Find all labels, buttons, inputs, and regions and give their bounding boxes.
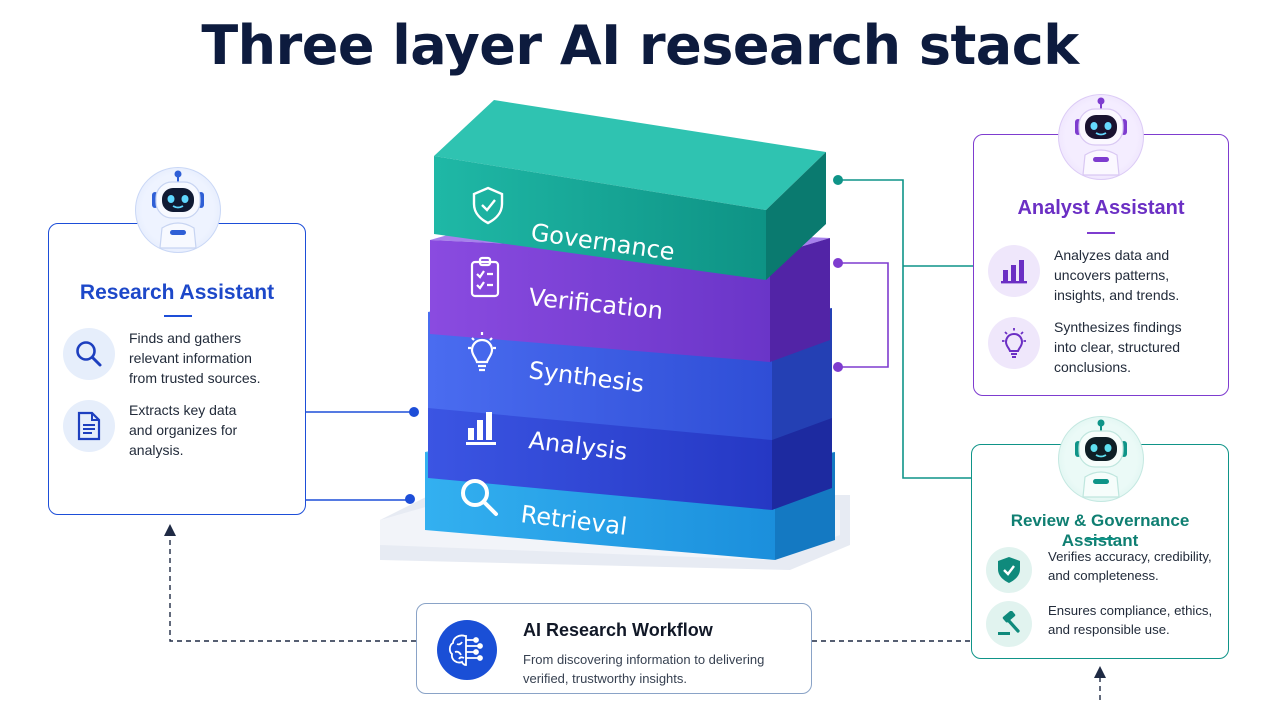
workflow-card: AI Research Workflow From discovering in… bbox=[416, 603, 812, 694]
title-underline bbox=[1087, 232, 1115, 234]
layer-stack: Governance Verification Synthesis Analys… bbox=[380, 100, 850, 570]
title-underline bbox=[164, 315, 192, 317]
review-feature-compliance: Ensures compliance, ethics, and responsi… bbox=[986, 601, 1228, 647]
connector-governance-review bbox=[838, 179, 971, 479]
connector-dot bbox=[409, 407, 419, 417]
review-feature-text: Verifies accuracy, credibility, and comp… bbox=[1048, 549, 1212, 583]
layer-governance bbox=[434, 100, 826, 280]
arrowhead bbox=[164, 524, 176, 536]
gavel-icon bbox=[986, 601, 1032, 647]
review-governance-title: Review & Governance Assistant bbox=[1010, 511, 1190, 550]
analyst-robot-avatar bbox=[1058, 94, 1144, 180]
search-icon bbox=[63, 328, 115, 380]
research-feature-text: Extracts key data and organizes for anal… bbox=[129, 402, 238, 458]
analyst-feature-analyze: Analyzes data and uncovers patterns, ins… bbox=[988, 245, 1224, 305]
review-feature-text: Ensures compliance, ethics, and responsi… bbox=[1048, 603, 1213, 637]
workflow-title: AI Research Workflow bbox=[523, 620, 713, 640]
magnifier-icon bbox=[461, 479, 498, 516]
research-feature-gather: Finds and gathers relevant information f… bbox=[63, 328, 299, 388]
review-feature-verify: Verifies accuracy, credibility, and comp… bbox=[986, 547, 1228, 593]
analyst-assistant-title: Analyst Assistant bbox=[1017, 197, 1185, 219]
research-assistant-title: Research Assistant bbox=[79, 281, 275, 304]
robot-icon bbox=[1075, 419, 1127, 498]
connector-dot bbox=[405, 494, 415, 504]
robot-icon bbox=[1075, 97, 1127, 176]
research-assistant-panel: Research Assistant Finds and gathers rel… bbox=[48, 223, 306, 515]
research-feature-extract: Extracts key data and organizes for anal… bbox=[63, 400, 299, 460]
lightbulb-icon bbox=[988, 317, 1040, 369]
connector-verification-synthesis bbox=[838, 262, 889, 368]
arrowhead bbox=[1094, 666, 1106, 678]
research-robot-avatar bbox=[135, 167, 221, 253]
lightbulb-icon bbox=[468, 332, 496, 372]
title-underline bbox=[1087, 538, 1115, 540]
bar-chart-icon bbox=[988, 245, 1040, 297]
connector-workflow-research bbox=[169, 530, 416, 642]
analyst-feature-text: Analyzes data and uncovers patterns, ins… bbox=[1054, 247, 1180, 303]
bar-chart-icon bbox=[466, 412, 496, 445]
workflow-description: From discovering information to deliveri… bbox=[523, 652, 765, 686]
analyst-feature-synthesize: Synthesizes findings into clear, structu… bbox=[988, 317, 1224, 377]
page-title: Three layer AI research stack bbox=[201, 14, 1079, 77]
shield-check-icon bbox=[986, 547, 1032, 593]
analyst-feature-text: Synthesizes findings into clear, structu… bbox=[1054, 319, 1182, 375]
research-feature-text: Finds and gathers relevant information f… bbox=[129, 330, 261, 386]
document-icon bbox=[63, 400, 115, 452]
review-robot-avatar bbox=[1058, 416, 1144, 502]
brain-circuit-icon bbox=[437, 620, 497, 680]
clipboard-checklist-icon bbox=[470, 256, 500, 298]
robot-icon bbox=[152, 170, 204, 249]
shield-check-icon bbox=[472, 186, 504, 225]
review-governance-panel: Review & Governance Assistant Verifies a… bbox=[971, 444, 1229, 659]
